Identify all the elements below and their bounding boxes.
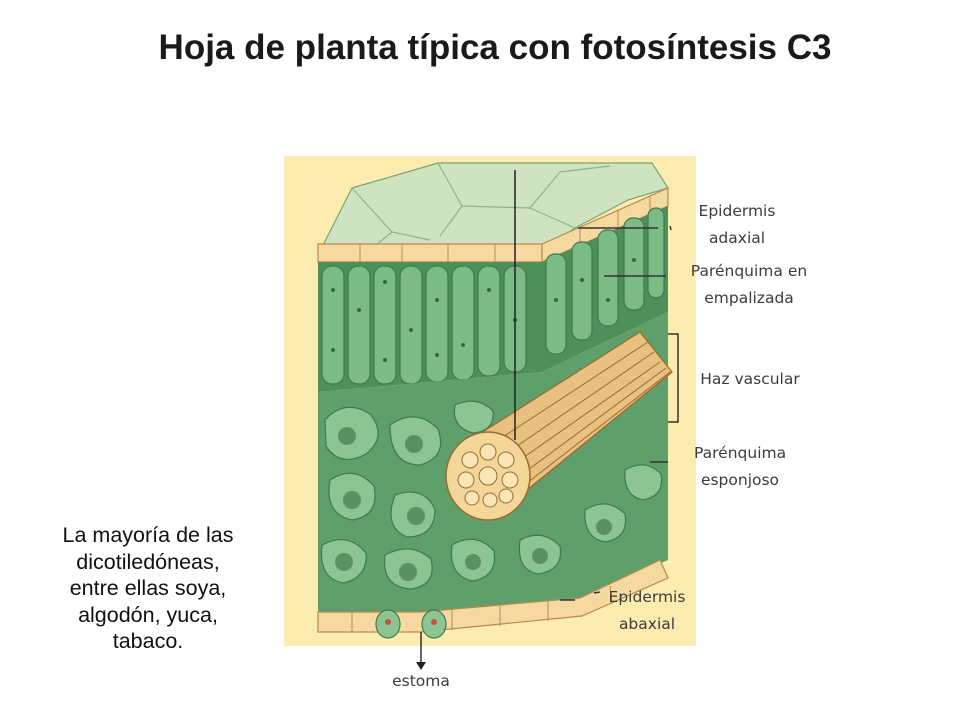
palisade-chloroplasts [331, 258, 636, 362]
leader-lines [420, 227, 679, 664]
label-parenquima-empalizada: Parénquima en empalizada [690, 262, 808, 307]
palisade-cells-front [321, 265, 527, 385]
label-epidermis-abaxial: Epidermis abaxial [608, 588, 686, 633]
label-estoma: estoma [392, 672, 450, 690]
leader-tick-marks [593, 225, 672, 594]
page-title: Hoja de planta típica con fotosíntesis C… [158, 28, 832, 67]
upper-epidermis-cell-walls [359, 196, 651, 262]
upper-epidermis-front [317, 243, 543, 263]
vascular-bundle [445, 331, 673, 521]
spongy-cells [320, 353, 663, 590]
spongy-air-spaces [335, 427, 612, 581]
label-haz-vascular: Haz vascular [700, 370, 800, 388]
estoma-arrowhead [416, 662, 426, 670]
bracket-haz-vascular [668, 333, 679, 423]
stoma-nuclei [385, 619, 437, 625]
note-text: La mayoría de las dicotiledóneas, entre … [62, 523, 234, 653]
lower-epidermis-cell-walls [351, 585, 613, 632]
label-parenquima-esponjoso: Parénquima esponjoso [694, 444, 787, 489]
label-epidermis-adaxial: Epidermis adaxial [698, 202, 776, 247]
